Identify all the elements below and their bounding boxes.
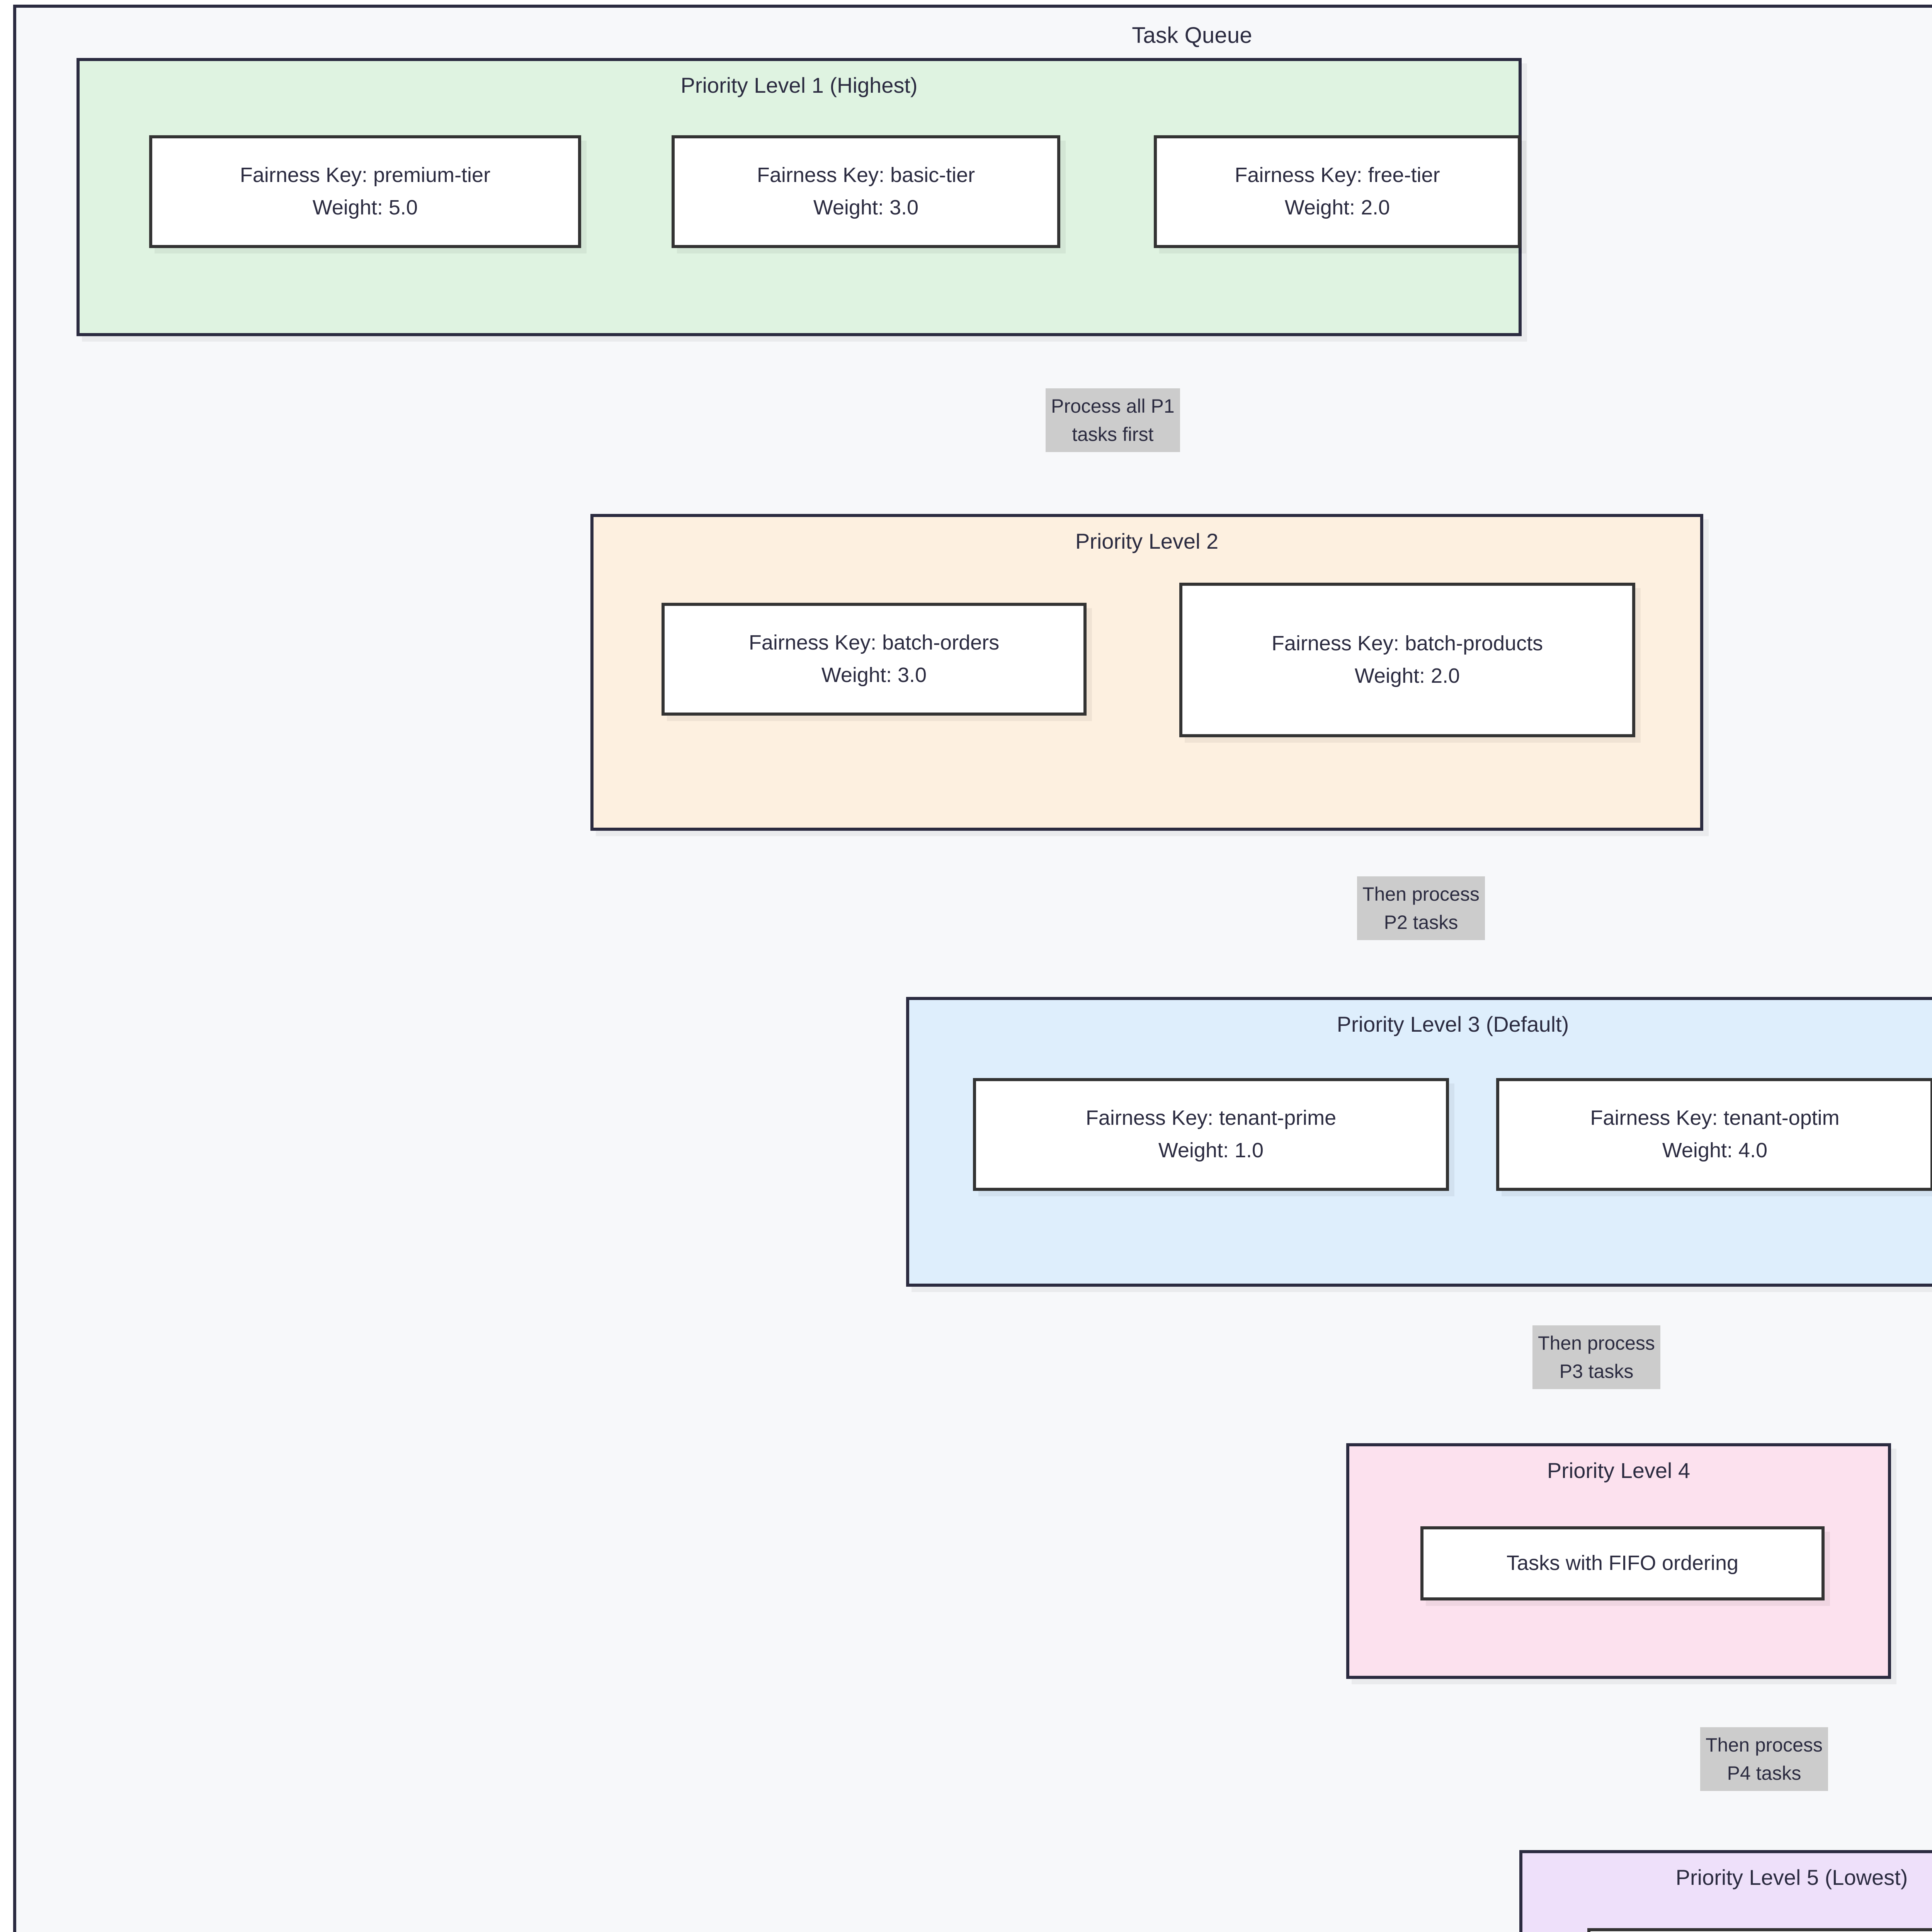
- diagram-title: Task Queue: [1132, 23, 1252, 48]
- fairness-key-label: Fairness Key: basic-tier: [757, 163, 975, 187]
- edge-label-line-1: Then process: [1706, 1734, 1823, 1756]
- fifo-node-p5[interactable]: Tasks with FIFO ordering: [1587, 1928, 1932, 1932]
- edge-label-p4-to-p5: Then process P4 tasks: [1700, 1727, 1828, 1791]
- weight-label: Weight: 4.0: [1662, 1139, 1768, 1162]
- weight-label: Weight: 2.0: [1284, 196, 1390, 219]
- priority-level-5-group[interactable]: Priority Level 5 (Lowest): [1519, 1850, 1932, 1932]
- edge-label-line-2: P2 tasks: [1384, 911, 1458, 933]
- edge-label-p1-to-p2: Process all P1 tasks first: [1046, 388, 1180, 452]
- fairness-node-tenant-prime[interactable]: Fairness Key: tenant-prime Weight: 1.0: [973, 1078, 1449, 1191]
- weight-label: Weight: 3.0: [813, 196, 919, 219]
- fairness-node-tenant-optim[interactable]: Fairness Key: tenant-optim Weight: 4.0: [1496, 1078, 1932, 1191]
- fairness-node-free-tier[interactable]: Fairness Key: free-tier Weight: 2.0: [1154, 135, 1521, 248]
- priority-level-1-title: Priority Level 1 (Highest): [680, 73, 918, 97]
- weight-label: Weight: 1.0: [1158, 1139, 1264, 1162]
- fairness-node-batch-products[interactable]: Fairness Key: batch-products Weight: 2.0: [1179, 583, 1635, 737]
- priority-level-4-title: Priority Level 4: [1547, 1458, 1690, 1483]
- fairness-key-label: Fairness Key: free-tier: [1235, 163, 1440, 187]
- fifo-label: Tasks with FIFO ordering: [1506, 1551, 1739, 1575]
- edge-label-line-2: tasks first: [1072, 423, 1154, 445]
- weight-label: Weight: 5.0: [312, 196, 418, 219]
- edge-label-p3-to-p4: Then process P3 tasks: [1532, 1325, 1660, 1389]
- weight-label: Weight: 3.0: [821, 663, 927, 687]
- edge-label-p2-to-p3: Then process P2 tasks: [1357, 876, 1485, 940]
- edge-label-line-1: Then process: [1362, 883, 1480, 905]
- weight-label: Weight: 2.0: [1354, 664, 1460, 687]
- fairness-node-batch-orders[interactable]: Fairness Key: batch-orders Weight: 3.0: [662, 603, 1087, 716]
- edge-label-line-2: P3 tasks: [1559, 1360, 1634, 1382]
- edge-label-line-1: Then process: [1538, 1332, 1655, 1354]
- fairness-key-label: Fairness Key: tenant-optim: [1590, 1106, 1840, 1130]
- priority-level-3-title: Priority Level 3 (Default): [1337, 1012, 1569, 1036]
- edge-label-line-1: Process all P1: [1051, 395, 1175, 417]
- fairness-node-basic-tier[interactable]: Fairness Key: basic-tier Weight: 3.0: [672, 135, 1060, 248]
- fairness-key-label: Fairness Key: batch-products: [1271, 632, 1543, 655]
- fifo-node-p4[interactable]: Tasks with FIFO ordering: [1420, 1526, 1825, 1600]
- priority-level-5-title: Priority Level 5 (Lowest): [1675, 1865, 1908, 1889]
- fairness-node-premium-tier[interactable]: Fairness Key: premium-tier Weight: 5.0: [149, 135, 581, 248]
- edge-label-line-2: P4 tasks: [1727, 1762, 1801, 1784]
- fairness-key-label: Fairness Key: premium-tier: [240, 163, 491, 187]
- fairness-key-label: Fairness Key: tenant-prime: [1085, 1106, 1337, 1130]
- fairness-key-label: Fairness Key: batch-orders: [748, 631, 1000, 655]
- priority-level-2-title: Priority Level 2: [1075, 529, 1219, 553]
